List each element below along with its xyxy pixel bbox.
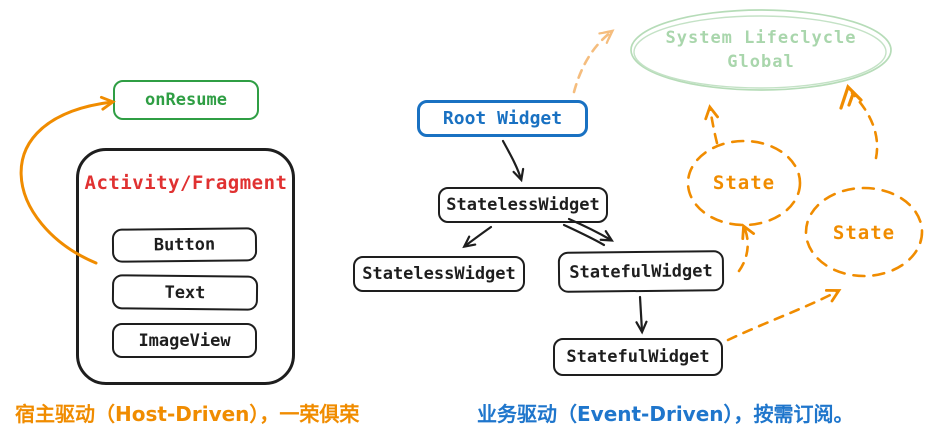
state-left-label: State xyxy=(712,172,776,194)
node-stateful-mid: StatefulWidget xyxy=(557,250,725,293)
node-stateless-left-label: StatelessWidget xyxy=(362,264,516,284)
arrow-stateless-to-stateless-left xyxy=(462,225,493,249)
node-onresume-label: onResume xyxy=(145,90,227,110)
arrow-root-to-lifecycle xyxy=(572,29,615,94)
node-stateful-bottom: StatefulWidget xyxy=(553,338,723,376)
node-button: Button xyxy=(111,227,258,263)
arrow-stateful-to-state-left xyxy=(737,223,756,273)
node-stateful-mid-label: StatefulWidget xyxy=(569,260,713,283)
activity-fragment-title: Activity/Fragment xyxy=(84,172,288,194)
node-imageview-label: ImageView xyxy=(138,330,231,351)
node-text: Text xyxy=(111,274,259,311)
node-root-widget-label: Root Widget xyxy=(442,108,563,129)
arrow-state-right-to-lifecycle xyxy=(839,84,879,160)
arrow-state-left-to-lifecycle xyxy=(704,104,719,145)
node-stateless-left: StatelessWidget xyxy=(353,256,525,292)
system-lifecycle-line1: System Lifeclycle xyxy=(665,28,857,49)
system-lifecycle-line2: Global xyxy=(727,52,795,72)
state-right-label: State xyxy=(832,222,896,244)
node-text-label: Text xyxy=(164,282,206,303)
node-button-label: Button xyxy=(153,234,216,256)
arrow-root-to-stateless xyxy=(501,139,525,183)
node-onresume: onResume xyxy=(113,80,259,120)
system-lifecycle-label: System Lifeclycle Global xyxy=(666,27,857,75)
node-root-widget: Root Widget xyxy=(417,100,588,137)
arrow-stateful-bottom-to-state-right xyxy=(726,289,842,342)
arrow-stateful-to-stateful-bottom xyxy=(635,295,648,335)
caption-host-driven: 宿主驱动（Host-Driven），一荣俱荣 xyxy=(15,402,360,426)
node-stateless-top: StatelessWidget xyxy=(438,187,608,223)
node-imageview: ImageView xyxy=(112,323,257,358)
node-stateless-top-label: StatelessWidget xyxy=(446,195,600,215)
node-stateful-bottom-label: StatefulWidget xyxy=(566,347,710,367)
caption-event-driven: 业务驱动（Event-Driven），按需订阅。 xyxy=(477,402,854,426)
